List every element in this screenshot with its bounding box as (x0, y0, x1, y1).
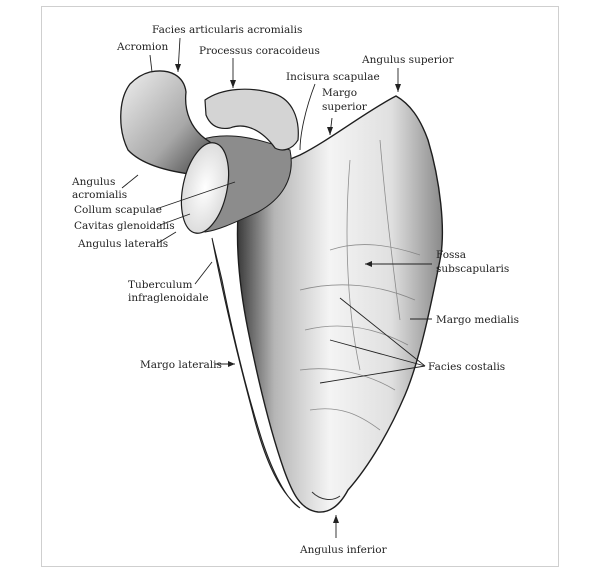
cavitas-glenoidalis-shape (180, 142, 230, 234)
label-processus-coracoideus: Processus coracoideus (199, 45, 320, 57)
scapula-body (236, 95, 444, 513)
lateral-border (211, 237, 301, 509)
inferior-angle-detail (311, 491, 341, 500)
label-margo-superior-line1: Margo (322, 87, 357, 99)
label-angulus-superior: Angulus superior (361, 54, 454, 66)
label-cavitas-glenoidalis: Cavitas glenoidalis (74, 220, 175, 232)
label-facies-articularis-acromialis: Facies articularis acromialis (152, 24, 302, 36)
label-fossa-line2: subscapularis (436, 263, 509, 275)
arrowheads (175, 64, 401, 523)
label-angulus-acromialis-line2: acromialis (72, 189, 127, 201)
fossa-shading (299, 139, 421, 431)
label-margo-lateralis: Margo lateralis (140, 359, 222, 371)
label-tuberculum-line2: infraglenoidale (128, 292, 209, 304)
label-margo-superior-line2: superior (322, 101, 368, 113)
label-angulus-lateralis: Angulus lateralis (77, 238, 168, 250)
label-fossa-line1: Fossa (436, 249, 466, 261)
label-angulus-inferior: Angulus inferior (299, 544, 388, 556)
label-tuberculum-line1: Tuberculum (128, 279, 192, 291)
label-collum-scapulae: Collum scapulae (74, 204, 162, 216)
label-facies-costalis: Facies costalis (428, 361, 505, 373)
processus-coracoideus (204, 88, 299, 151)
label-angulus-acromialis-line1: Angulus (71, 176, 115, 188)
label-incisura-scapulae: Incisura scapulae (286, 71, 380, 83)
label-margo-medialis: Margo medialis (436, 314, 519, 326)
label-acromion: Acromion (116, 41, 168, 53)
